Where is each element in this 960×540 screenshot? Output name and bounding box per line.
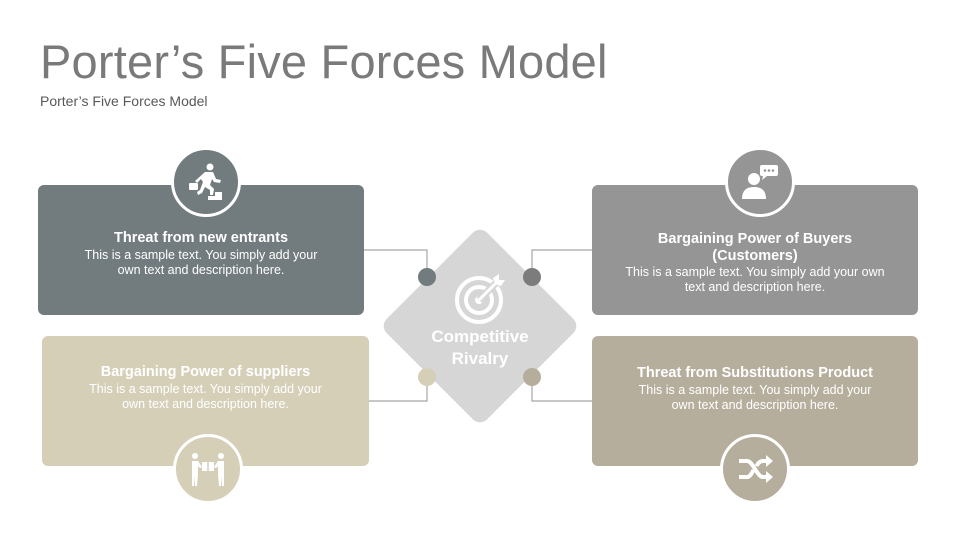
force-description-line2: own text and description here. (671, 398, 839, 412)
connector-dot-buyers (523, 268, 541, 286)
buyers-icon-circle (725, 147, 795, 217)
force-heading-line2: (Customers) (712, 248, 798, 264)
force-heading-line1: Bargaining Power of Buyers (657, 231, 853, 247)
target-icon (455, 274, 505, 324)
force-description-line1: This is a sample text. You simply add yo… (89, 382, 322, 396)
center-label: Competitive Rivalry (400, 326, 560, 370)
force-heading: Bargaining Power of suppliers (100, 364, 311, 380)
customer-chat-icon (742, 165, 778, 199)
page-subtitle: Porter’s Five Forces Model (40, 93, 208, 109)
shuffle-icon (739, 455, 773, 483)
connector-dot-substitutes (523, 368, 541, 386)
force-description-line1: This is a sample text. You simply add yo… (638, 383, 872, 397)
connector-substitutes (531, 377, 592, 402)
new-entrants-icon-circle (171, 147, 241, 217)
connector-dot-new-entrants (418, 268, 436, 286)
connector-dot-suppliers (418, 368, 436, 386)
force-description-line2: own text and description here. (122, 397, 289, 411)
connector-buyers (531, 249, 592, 277)
force-heading: Threat from Substitutions Product (636, 365, 874, 381)
center-label-line1: Competitive (431, 327, 529, 346)
force-description-line1: This is a sample text. You simply add yo… (625, 265, 885, 279)
force-description-line2: text and description here. (684, 280, 826, 294)
center-label-line2: Rivalry (451, 349, 509, 368)
page-title: Porter’s Five Forces Model (40, 35, 608, 88)
force-description-line1: This is a sample text. You simply add yo… (84, 248, 318, 262)
substitutes-icon-circle (720, 434, 790, 504)
people-exchanging-box-icon (192, 453, 224, 486)
force-description-line2: own text and description here. (117, 263, 285, 277)
person-climbing-stairs-icon (189, 163, 222, 200)
suppliers-icon-circle (173, 434, 243, 504)
force-heading: Threat from new entrants (113, 230, 289, 246)
